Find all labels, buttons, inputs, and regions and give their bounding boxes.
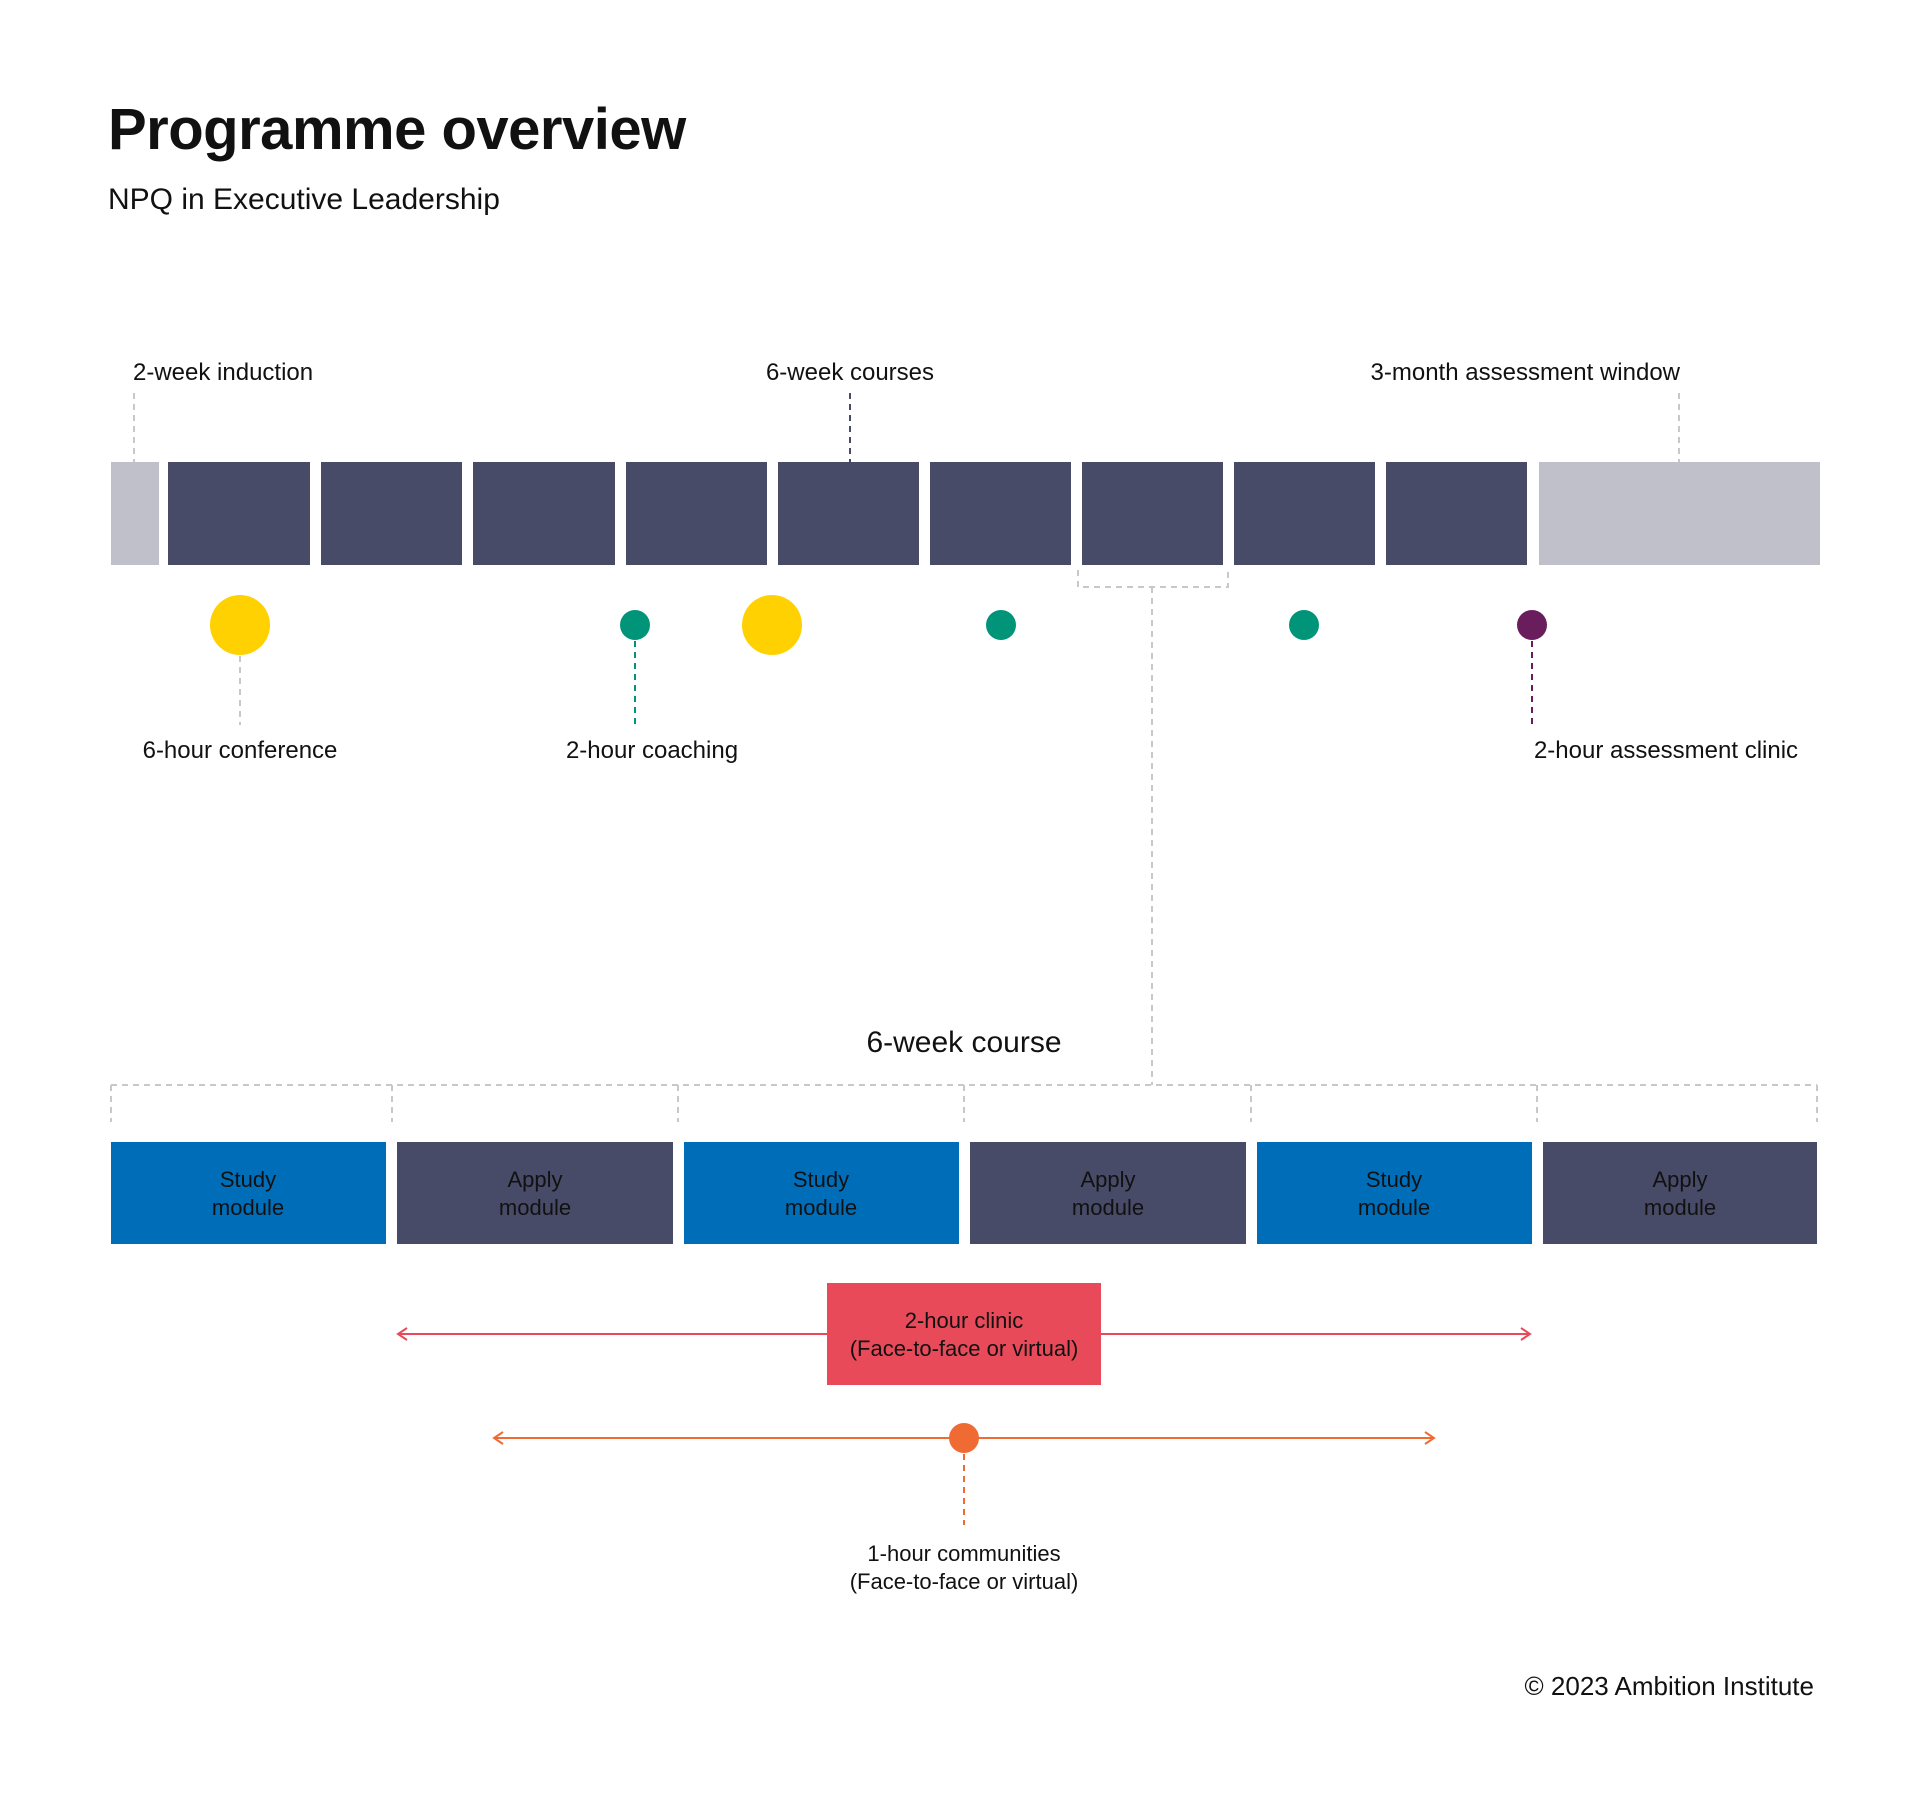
course-segment-7 — [1082, 462, 1223, 565]
module-4-label-line2: module — [1072, 1195, 1144, 1220]
module-1-label-line2: module — [212, 1195, 284, 1220]
assessment-clinic-dot — [1517, 610, 1547, 640]
module-2-box — [397, 1142, 673, 1244]
page-title: Programme overview — [108, 97, 686, 162]
module-block-5: Study module — [1257, 1142, 1532, 1244]
course-segment-6 — [930, 462, 1071, 565]
module-5-label-line2: module — [1358, 1195, 1430, 1220]
course-segment-5 — [778, 462, 919, 565]
course-segment-2 — [321, 462, 462, 565]
conference-dot-2 — [742, 595, 802, 655]
coaching-dot-3 — [1289, 610, 1319, 640]
module-5-label-line1: Study — [1366, 1167, 1422, 1192]
course-detail-bracket — [1077, 570, 1229, 588]
coaching-label: 2-hour coaching — [566, 737, 738, 764]
module-block-4: Apply module — [970, 1142, 1246, 1244]
communities-label-line1: 1-hour communities — [867, 1541, 1060, 1566]
module-6-label-line2: module — [1644, 1195, 1716, 1220]
course-segment-4 — [626, 462, 767, 565]
module-2-label-line1: Apply — [507, 1167, 562, 1192]
coaching-dot-2 — [986, 610, 1016, 640]
page-subtitle: NPQ in Executive Leadership — [108, 183, 500, 216]
module-5-box — [1257, 1142, 1532, 1244]
course-segment-9 — [1386, 462, 1527, 565]
induction-segment — [111, 462, 159, 565]
module-block-1: Study module — [111, 1142, 386, 1244]
clinic-span-arrowhead-right — [1520, 1327, 1532, 1341]
clinic-span-arrowhead-left — [396, 1327, 408, 1341]
copyright-text: © 2023 Ambition Institute — [1524, 1671, 1814, 1701]
courses-label: 6-week courses — [766, 359, 934, 386]
module-1-box — [111, 1142, 386, 1244]
assessment-segment — [1539, 462, 1820, 565]
clinic-box-rect — [827, 1283, 1101, 1385]
module-3-label-line1: Study — [793, 1167, 849, 1192]
module-2-label-line2: module — [499, 1195, 571, 1220]
communities-label-line2: (Face-to-face or virtual) — [850, 1569, 1079, 1594]
conference-label: 6-hour conference — [143, 737, 338, 764]
course-detail-title: 6-week course — [866, 1026, 1061, 1059]
module-3-box — [684, 1142, 959, 1244]
module-6-box — [1543, 1142, 1817, 1244]
assessment-clinic-label: 2-hour assessment clinic — [1534, 737, 1798, 764]
communities-dot — [949, 1423, 979, 1453]
communities-span-arrowhead-right — [1424, 1431, 1436, 1445]
conference-dot-1 — [210, 595, 270, 655]
module-block-2: Apply module — [397, 1142, 673, 1244]
assessment-window-label: 3-month assessment window — [1371, 359, 1681, 386]
module-3-label-line2: module — [785, 1195, 857, 1220]
clinic-box: 2-hour clinic (Face-to-face or virtual) — [827, 1283, 1101, 1385]
clinic-label-line1: 2-hour clinic — [905, 1308, 1024, 1333]
module-block-6: Apply module — [1543, 1142, 1817, 1244]
communities-span-arrowhead-left — [492, 1431, 504, 1445]
course-segment-3 — [473, 462, 615, 565]
course-segment-8 — [1234, 462, 1375, 565]
clinic-label-line2: (Face-to-face or virtual) — [850, 1336, 1079, 1361]
module-4-label-line1: Apply — [1080, 1167, 1135, 1192]
induction-label: 2-week induction — [133, 359, 313, 386]
course-segment-1 — [168, 462, 310, 565]
module-block-3: Study module — [684, 1142, 959, 1244]
coaching-dot-1 — [620, 610, 650, 640]
module-6-label-line1: Apply — [1652, 1167, 1707, 1192]
module-1-label-line1: Study — [220, 1167, 276, 1192]
module-4-box — [970, 1142, 1246, 1244]
